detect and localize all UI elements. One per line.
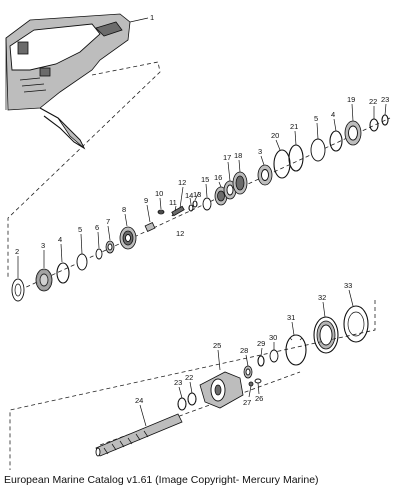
shim-4-lower[interactable] <box>56 262 70 284</box>
callout-28: 28 <box>240 346 248 355</box>
callout-26: 26 <box>255 394 263 403</box>
callout-22b: 22 <box>185 373 193 382</box>
bolt-10[interactable] <box>157 209 165 215</box>
callout-5a: 5 <box>78 225 82 234</box>
pinion-8[interactable] <box>119 226 137 250</box>
callout-15: 15 <box>201 175 209 184</box>
seal-ring-2[interactable] <box>11 278 25 302</box>
ring-23-lower[interactable] <box>177 397 187 411</box>
propeller-shaft-24[interactable] <box>95 413 183 457</box>
callout-25: 25 <box>213 341 221 350</box>
seal-30[interactable] <box>269 349 279 363</box>
callout-29: 29 <box>257 339 265 348</box>
leader-lines <box>17 17 387 427</box>
callout-23b: 23 <box>174 378 182 387</box>
washer-6[interactable] <box>95 248 103 260</box>
washer-26[interactable] <box>254 378 262 384</box>
callout-1: 1 <box>150 13 154 22</box>
seal-20[interactable] <box>273 149 291 179</box>
callout-24: 24 <box>135 396 143 405</box>
callout-5b: 5 <box>314 114 318 123</box>
callout-3a: 3 <box>41 241 45 250</box>
pin-27[interactable] <box>248 381 254 387</box>
callout-2: 2 <box>15 247 19 256</box>
clutch-9[interactable] <box>144 222 156 232</box>
seal-29[interactable] <box>257 355 265 367</box>
ring-22-upper[interactable] <box>369 118 379 132</box>
callout-23a: 23 <box>381 95 389 104</box>
spring-13[interactable] <box>188 204 194 212</box>
callout-16: 16 <box>214 173 222 182</box>
callout-27: 27 <box>243 398 251 407</box>
washer-5-upper[interactable] <box>310 138 326 162</box>
assembly-line-upper <box>7 61 161 278</box>
callout-33: 33 <box>344 281 352 290</box>
callout-6: 6 <box>95 223 99 232</box>
callout-21: 21 <box>290 122 298 131</box>
callout-32: 32 <box>318 293 326 302</box>
bearing-3-lower[interactable] <box>35 268 53 292</box>
bearing-carrier-19[interactable] <box>344 120 362 146</box>
callout-12b: 12 <box>176 229 184 238</box>
ring-22-lower[interactable] <box>187 392 197 406</box>
washer-15[interactable] <box>202 197 212 211</box>
callout-19: 19 <box>347 95 355 104</box>
oring-21[interactable] <box>288 144 304 172</box>
callout-20: 20 <box>271 131 279 140</box>
callout-8: 8 <box>122 205 126 214</box>
forward-gear-18[interactable] <box>232 171 248 195</box>
callout-4b: 4 <box>331 110 335 119</box>
retaining-ring-31[interactable] <box>285 334 307 366</box>
callout-30: 30 <box>269 333 277 342</box>
callout-9: 9 <box>144 196 148 205</box>
thrust-washer-33[interactable] <box>343 305 369 343</box>
callout-4a: 4 <box>58 235 62 244</box>
callout-7: 7 <box>106 217 110 226</box>
callout-22a: 22 <box>369 97 377 106</box>
callout-11: 11 <box>169 198 177 207</box>
bearing-carrier-25[interactable] <box>199 371 244 409</box>
bearing-28[interactable] <box>243 365 253 379</box>
cross-pin-12[interactable] <box>171 205 185 217</box>
gear-ring-32[interactable] <box>313 316 339 354</box>
washer-5-lower[interactable] <box>76 253 88 271</box>
callout-18: 18 <box>234 151 242 160</box>
gear-housing-part[interactable] <box>5 13 131 150</box>
bearing-3-upper[interactable] <box>257 164 273 186</box>
callout-14: 14 <box>185 191 193 200</box>
callout-17: 17 <box>223 153 231 162</box>
callout-12a: 12 <box>178 178 186 187</box>
callout-3b: 3 <box>258 147 262 156</box>
image-caption: European Marine Catalog v1.61 (Image Cop… <box>4 474 319 486</box>
callout-10: 10 <box>155 189 163 198</box>
bushing-7[interactable] <box>105 240 115 254</box>
callout-13: 13 <box>193 190 201 199</box>
callout-31: 31 <box>287 313 295 322</box>
clip-14[interactable] <box>192 200 198 208</box>
assembly-line-lower-vert <box>9 300 376 470</box>
